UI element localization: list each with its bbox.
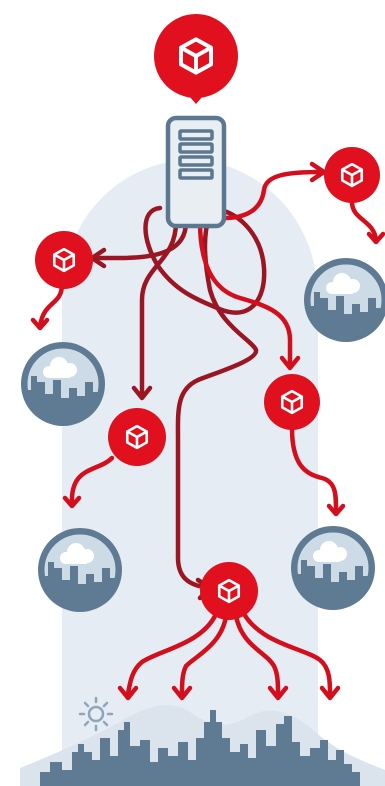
package-node-left: [35, 231, 93, 289]
route-top-right-node-to-globe: [352, 202, 376, 240]
source-package-pin: [154, 14, 238, 104]
package-node-top-right: [324, 147, 380, 203]
city-globe-icon: [38, 528, 122, 612]
package-node-mid-left: [108, 408, 166, 466]
city-globe-icon: [21, 342, 105, 426]
server-icon: [168, 118, 224, 226]
city-globe-icon: [304, 258, 385, 342]
route-left-node-to-globe: [40, 284, 62, 326]
package-node-mid-right: [264, 374, 320, 430]
package-node-bottom-hub: [200, 562, 258, 620]
city-globe-icon: [291, 526, 375, 610]
